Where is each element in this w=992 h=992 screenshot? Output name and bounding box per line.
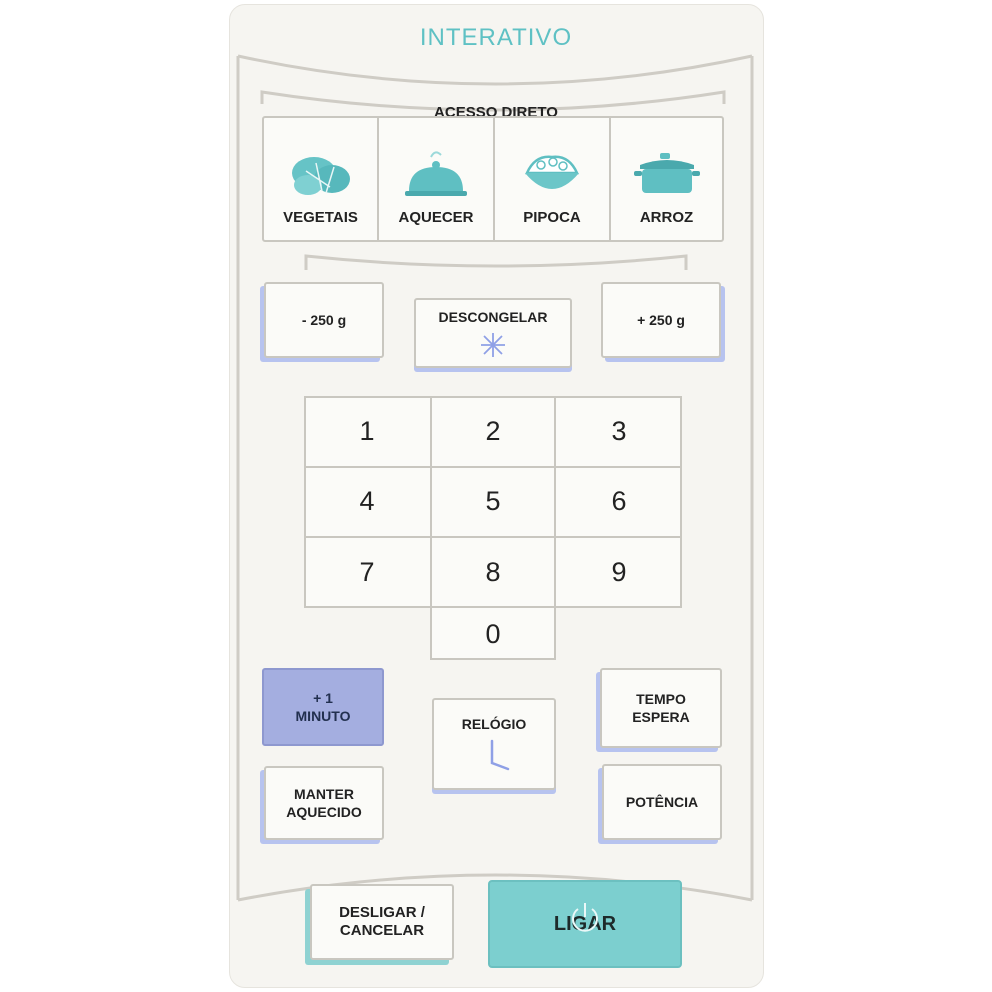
numeric-keypad: 1 2 3 4 5 6 7 8 9 0 [304, 396, 682, 660]
rice-button[interactable]: ARROZ [611, 118, 722, 240]
key-4[interactable]: 4 [359, 485, 375, 516]
start-label: LIGAR [553, 912, 617, 935]
reheat-label: AQUECER [398, 209, 474, 226]
power-icon [571, 902, 598, 932]
key-2[interactable]: 2 [485, 415, 501, 446]
direct-access-group: VEGETAIS AQUECER PIPOCA ARROZ [262, 116, 724, 242]
popcorn-bowl-icon [525, 155, 579, 189]
standby-time-line1: TEMPO [636, 691, 686, 707]
vegetables-label: VEGETAIS [283, 209, 358, 226]
start-button[interactable]: LIGAR [488, 880, 682, 968]
standby-time-line2: ESPERA [632, 709, 690, 725]
defrost-label: DESCONGELAR [438, 309, 548, 325]
stop-cancel-line2: CANCELAR [339, 922, 425, 939]
keep-warm-line2: AQUECIDO [286, 804, 362, 820]
vegetables-icon [291, 157, 350, 195]
key-8[interactable]: 8 [485, 556, 501, 587]
standby-time-button[interactable]: TEMPO ESPERA [600, 668, 722, 748]
popcorn-label: PIPOCA [523, 209, 581, 226]
key-0[interactable]: 0 [485, 618, 501, 649]
snowflake-icon [481, 333, 505, 357]
reheat-button[interactable]: AQUECER [379, 118, 493, 240]
brand-logo: INTERATIVO [419, 24, 573, 51]
plus-one-minute-line1: + 1 [313, 690, 333, 706]
power-level-button[interactable]: POTÊNCIA [602, 764, 722, 840]
plus-250g-button[interactable]: + 250 g [601, 282, 721, 358]
vegetables-button[interactable]: VEGETAIS [264, 118, 377, 240]
rice-pot-icon [633, 153, 700, 193]
key-6[interactable]: 6 [611, 485, 627, 516]
key-5[interactable]: 5 [485, 485, 501, 516]
popcorn-button[interactable]: PIPOCA [495, 118, 609, 240]
clock-button[interactable]: RELÓGIO [432, 698, 556, 790]
stop-cancel-button[interactable]: DESLIGAR / CANCELAR [310, 884, 454, 960]
defrost-button[interactable]: DESCONGELAR [414, 298, 572, 368]
minus-250g-button[interactable]: - 250 g [264, 282, 384, 358]
plus-one-minute-line2: MINUTO [295, 708, 351, 724]
key-9[interactable]: 9 [611, 556, 627, 587]
stop-cancel-line1: DESLIGAR / [339, 904, 425, 921]
clock-hands-icon [490, 739, 510, 771]
keep-warm-button[interactable]: MANTER AQUECIDO [264, 766, 384, 840]
keep-warm-line1: MANTER [294, 786, 354, 802]
plus-one-minute-button[interactable]: + 1 MINUTO [262, 668, 384, 746]
clock-label: RELÓGIO [461, 716, 527, 732]
key-3[interactable]: 3 [611, 415, 627, 446]
cloche-icon [405, 151, 467, 196]
key-1[interactable]: 1 [359, 415, 375, 446]
rice-label: ARROZ [639, 209, 694, 226]
key-7[interactable]: 7 [359, 556, 375, 587]
